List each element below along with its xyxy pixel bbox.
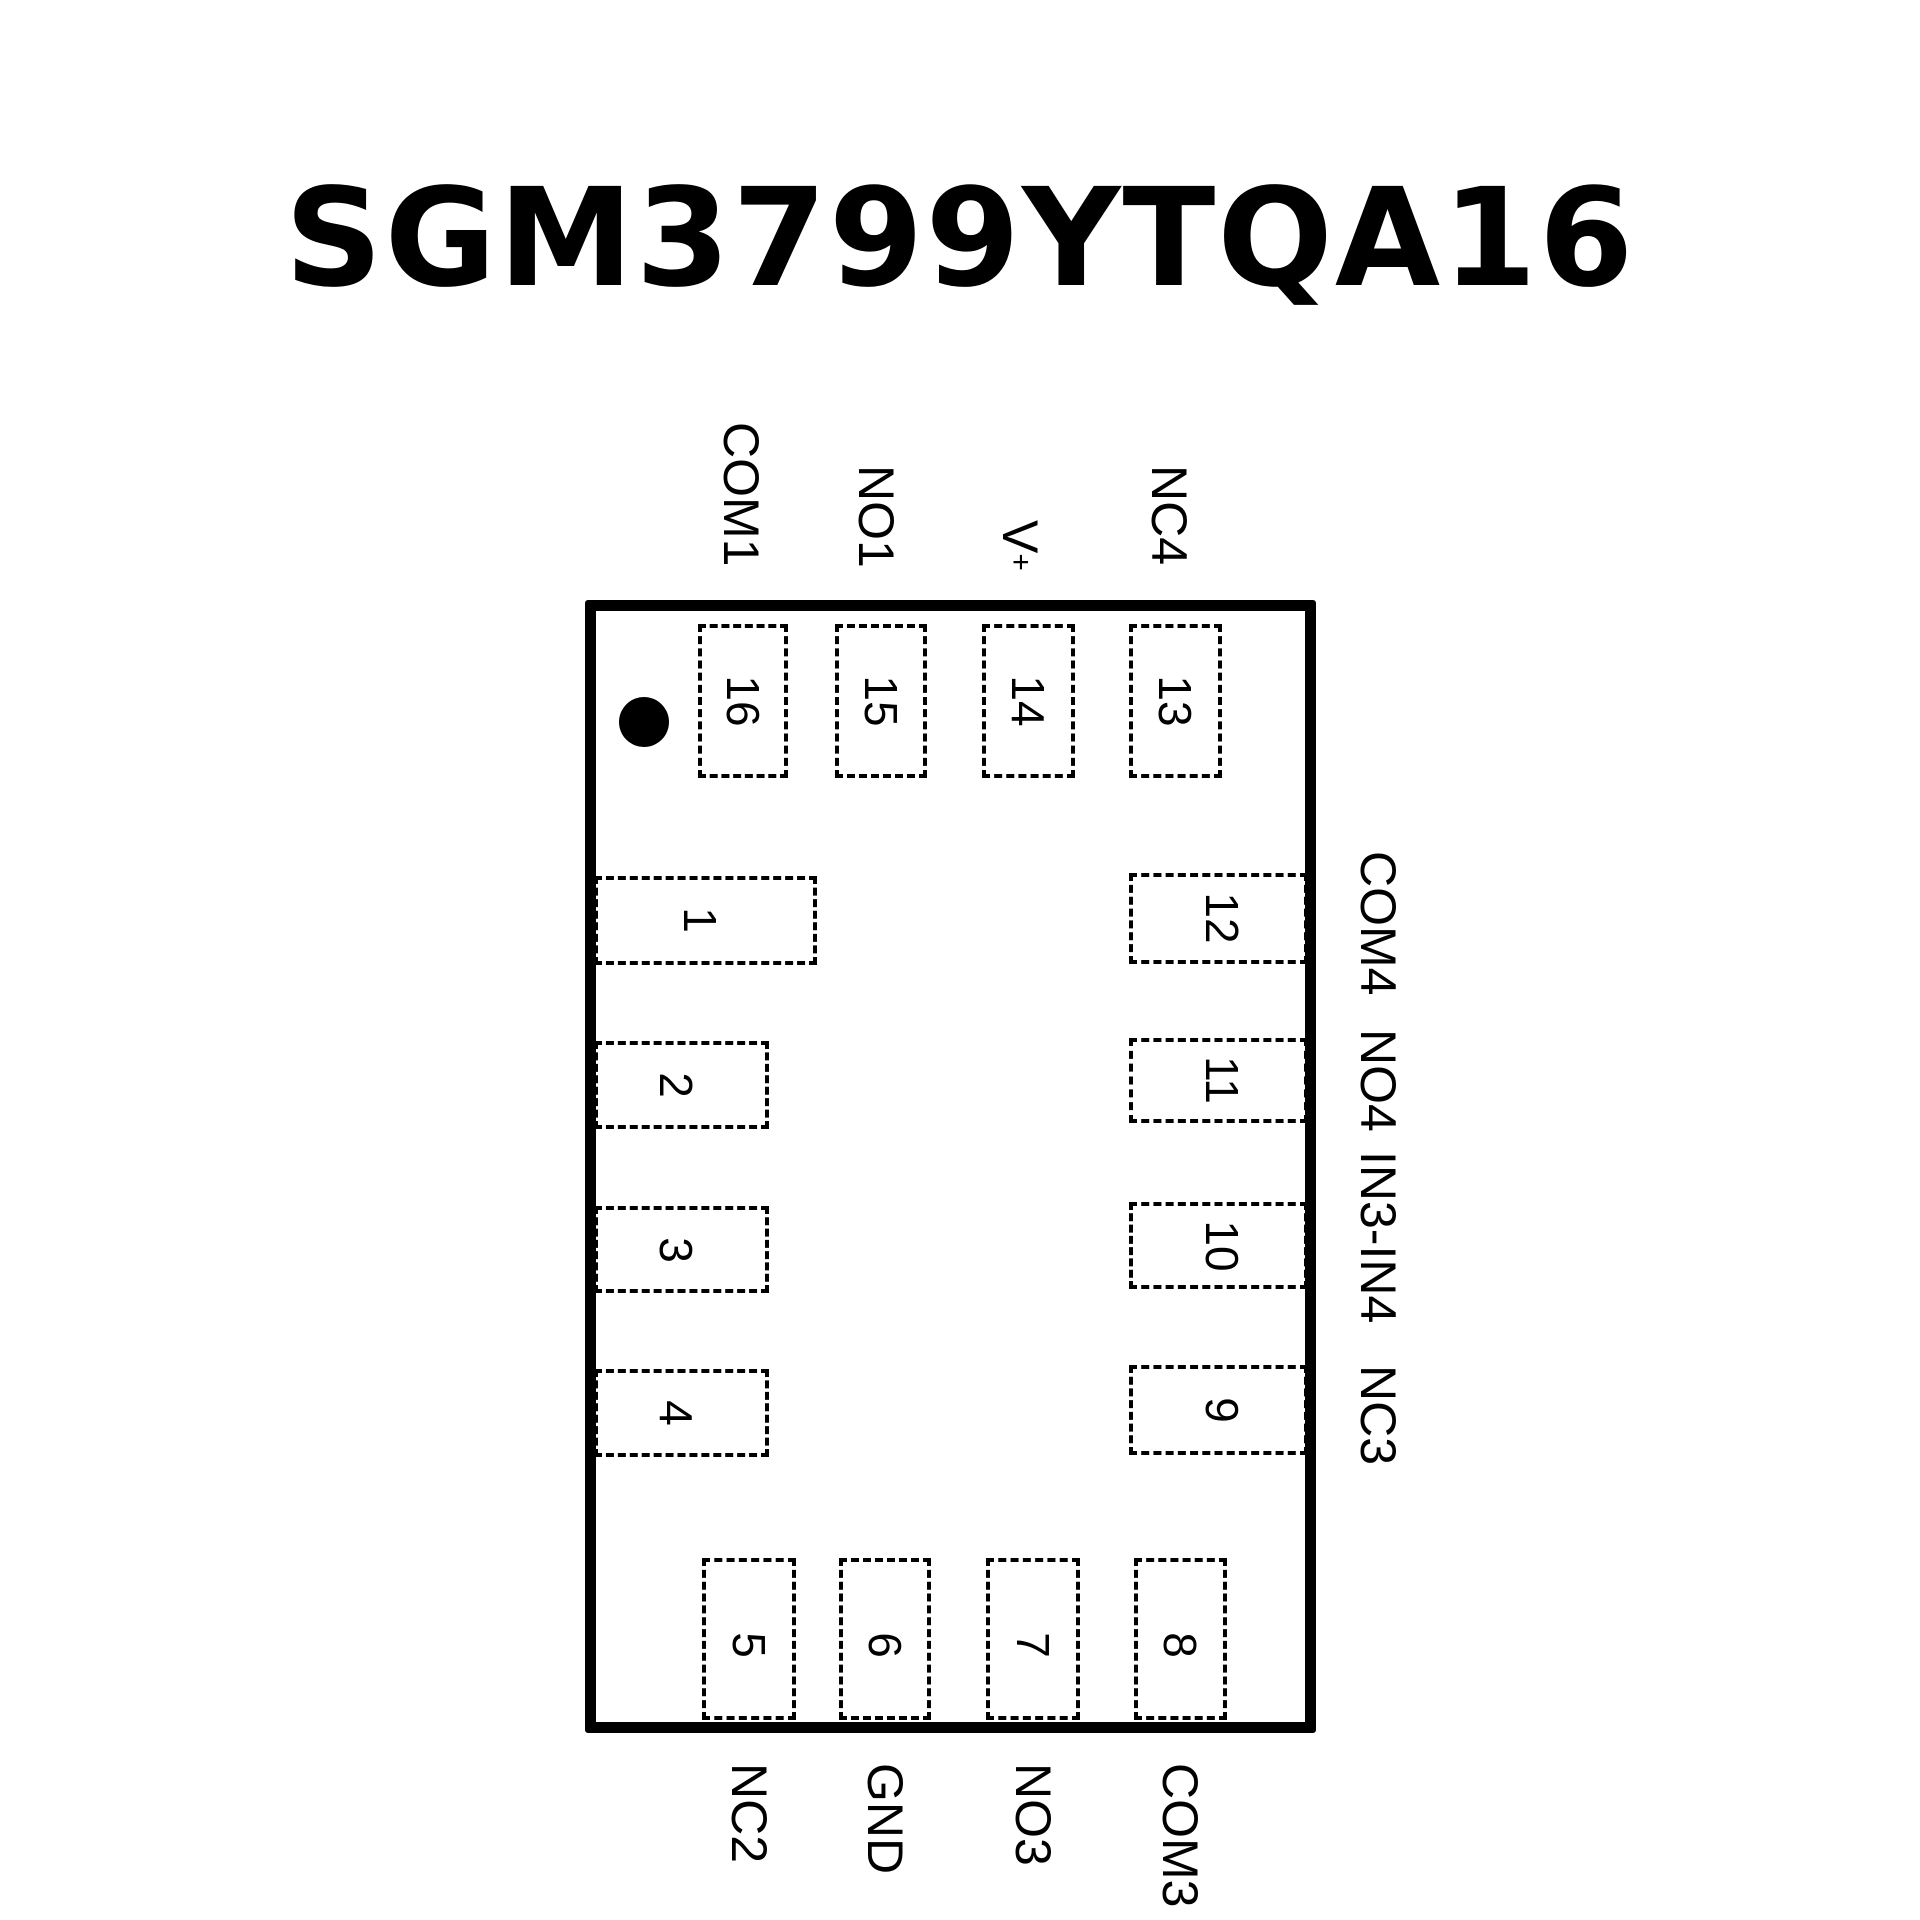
pin-number-9: 9 xyxy=(1196,1397,1248,1423)
pin-number-7: 7 xyxy=(1007,1632,1059,1658)
pin-number-16: 16 xyxy=(717,675,769,727)
pin-label-gnd: GND xyxy=(857,1763,913,1875)
pin-number-12: 12 xyxy=(1196,892,1248,944)
pin-number-13: 13 xyxy=(1149,675,1201,727)
pin-number-3: 3 xyxy=(650,1237,702,1263)
pad-10 xyxy=(1129,1202,1308,1289)
pad-9 xyxy=(1129,1365,1308,1455)
pin-label-v: V xyxy=(992,520,1048,554)
pad-13 xyxy=(1129,624,1222,778)
pin-label-com1: COM1 xyxy=(713,422,769,567)
pad-5 xyxy=(702,1558,796,1720)
pin-number-5: 5 xyxy=(723,1632,775,1658)
pin-label-nc3: NC3 xyxy=(1350,1365,1406,1466)
pad-16 xyxy=(698,624,788,778)
pin-label-nc2: NC2 xyxy=(721,1763,777,1864)
pin-number-11: 11 xyxy=(1196,1056,1248,1104)
pad-4 xyxy=(594,1369,769,1457)
pad-15 xyxy=(835,624,927,778)
pin1-indicator-dot xyxy=(619,697,669,747)
pad-12 xyxy=(1129,873,1308,964)
pad-7 xyxy=(986,1558,1080,1720)
pin-number-6: 6 xyxy=(859,1632,911,1658)
pin-label-nc4: NC4 xyxy=(1141,465,1197,566)
pin-label-com4: COM4 xyxy=(1350,851,1406,996)
chip-title: SGM3799YTQA16 xyxy=(284,160,1636,318)
pad-3 xyxy=(594,1206,769,1293)
pin-number-4: 4 xyxy=(650,1400,702,1426)
pin-label-no4: NO4 xyxy=(1350,1029,1406,1132)
pad-8 xyxy=(1134,1558,1227,1720)
pin-label-vplus: V+ xyxy=(992,520,1048,571)
pin-label-no3: NO3 xyxy=(1005,1763,1061,1866)
pad-1 xyxy=(594,876,817,965)
pin-label-in3-in4: IN3-IN4 xyxy=(1350,1151,1406,1324)
pin-number-10: 10 xyxy=(1196,1220,1248,1272)
package-outline xyxy=(585,600,1316,1733)
pad-14 xyxy=(982,624,1075,778)
pin-number-8: 8 xyxy=(1154,1632,1206,1658)
pin-label-plus-subscript: + xyxy=(1004,553,1037,571)
pin-number-2: 2 xyxy=(650,1072,702,1098)
pin-number-15: 15 xyxy=(855,675,907,727)
pad-2 xyxy=(594,1041,769,1129)
pin-number-1: 1 xyxy=(674,907,726,933)
pad-6 xyxy=(839,1558,931,1720)
pin-label-com3: COM3 xyxy=(1152,1763,1208,1908)
pin-label-no1: NO1 xyxy=(848,465,904,568)
pin-number-14: 14 xyxy=(1002,675,1054,727)
pad-11 xyxy=(1129,1038,1308,1123)
